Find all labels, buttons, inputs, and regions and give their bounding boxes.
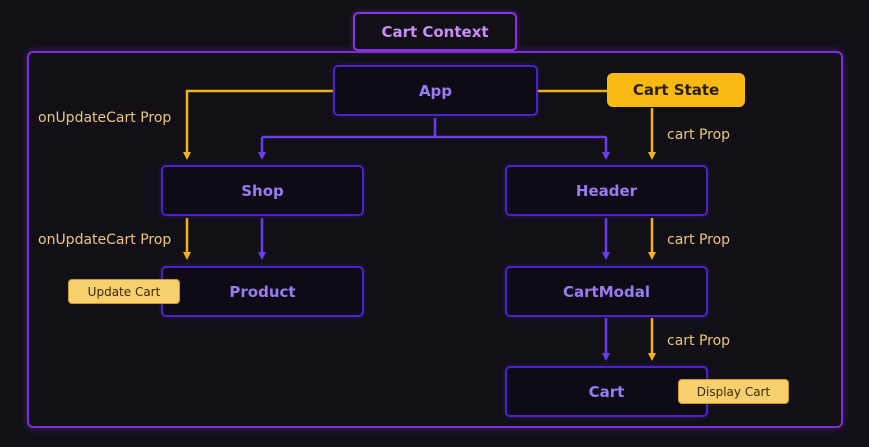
- cart-prop-label-1: cart Prop: [667, 127, 731, 143]
- cartmodal-node-label: CartModal: [563, 282, 650, 301]
- header-node[interactable]: Header: [505, 165, 708, 216]
- prop-arrows: [183, 89, 656, 361]
- product-node-label: Product: [229, 282, 296, 301]
- cart-context-frame: [27, 51, 843, 428]
- app-node-label: App: [418, 81, 453, 100]
- arrow-app-on-update-to-shop: [183, 89, 333, 160]
- cart-state-node[interactable]: Cart State: [607, 73, 745, 107]
- update-cart-tag: Update Cart: [68, 279, 180, 304]
- cart-state-label: Cart State: [632, 81, 720, 99]
- on-update-cart-prop-label-top: onUpdateCart Prop: [38, 110, 172, 126]
- cart-prop-label-2: cart Prop: [667, 232, 731, 248]
- display-cart-tag: Display Cart: [678, 379, 789, 404]
- product-node[interactable]: Product: [161, 266, 364, 317]
- shop-node[interactable]: Shop: [161, 165, 364, 216]
- tree-arrows: [258, 118, 610, 361]
- cart-context-title: Cart Context: [353, 12, 517, 51]
- update-cart-tag-label: Update Cart: [87, 284, 161, 299]
- on-update-cart-prop-label-mid: onUpdateCart Prop: [38, 232, 172, 248]
- display-cart-tag-label: Display Cart: [696, 384, 771, 399]
- app-node[interactable]: App: [333, 65, 538, 116]
- header-node-label: Header: [575, 181, 638, 200]
- shop-node-label: Shop: [241, 181, 284, 200]
- cartmodal-node[interactable]: CartModal: [505, 266, 708, 317]
- cart-node[interactable]: Cart: [505, 366, 708, 417]
- cart-node-label: Cart: [588, 382, 625, 401]
- cart-prop-label-3: cart Prop: [667, 333, 731, 349]
